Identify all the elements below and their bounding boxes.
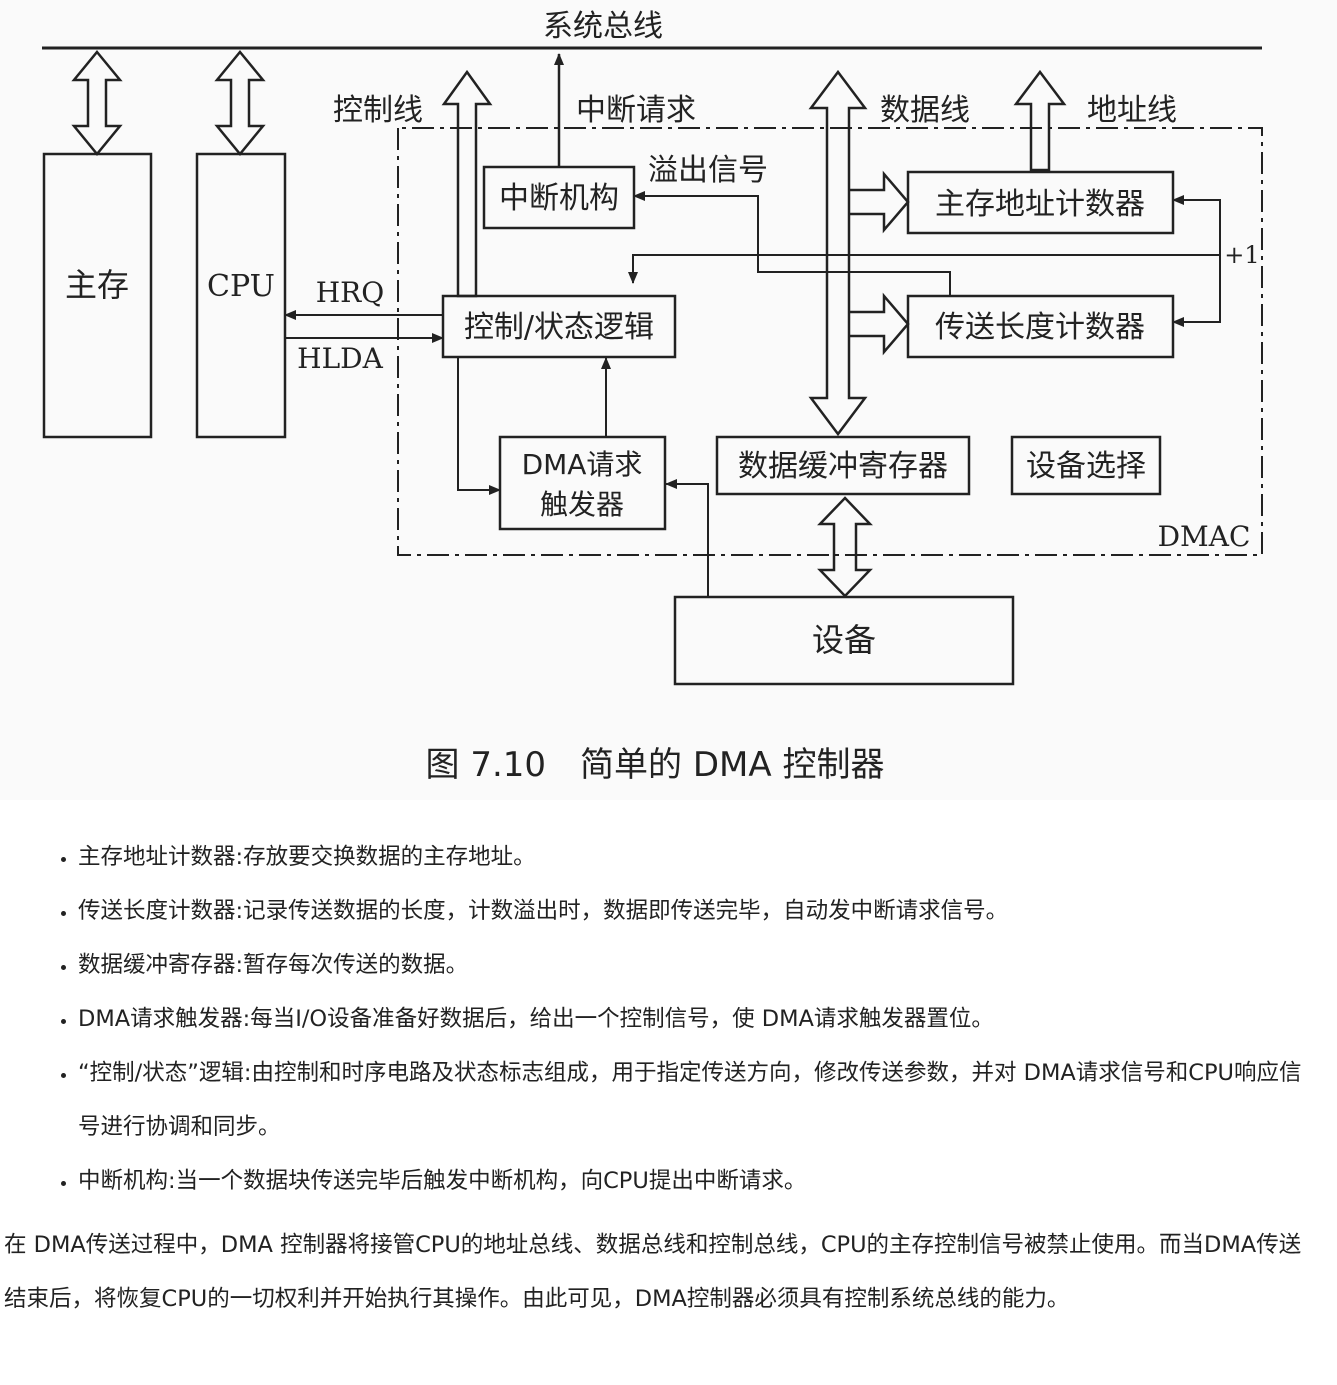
control-line-label: 控制线 xyxy=(333,93,423,128)
cpu-label: CPU xyxy=(207,269,275,304)
overflow-signal-line xyxy=(633,191,951,296)
data-line-label: 数据线 xyxy=(880,93,970,128)
dma-trigger-label-line1: DMA请求 xyxy=(522,448,643,481)
hlda-label: HLDA xyxy=(297,342,383,375)
description-section: 主存地址计数器:存放要交换数据的主存地址。 传送长度计数器:记录传送数据的长度，… xyxy=(0,830,1337,1326)
increment-loop-line xyxy=(1173,199,1221,323)
main-memory-block xyxy=(42,152,153,439)
loop-to-control-line xyxy=(628,254,1220,284)
length-counter-label: 传送长度计数器 xyxy=(935,310,1145,345)
list-item: 主存地址计数器:存放要交换数据的主存地址。 xyxy=(78,830,1313,884)
cpu-block xyxy=(195,152,287,439)
data-buffer-block xyxy=(715,435,971,496)
device-block xyxy=(673,595,1015,686)
list-item: 数据缓冲寄存器:暂存每次传送的数据。 xyxy=(78,938,1313,992)
to-address-counter-arrow xyxy=(849,170,910,234)
cpu-bus-arrow xyxy=(214,50,266,156)
control-to-trigger-line xyxy=(457,357,501,495)
dma-controller-diagram: 系统总线 控制线 中断请求 数据线 地址线 溢出信号 +1 HRQ HLDA D… xyxy=(42,9,1263,785)
plus-one-label: +1 xyxy=(1224,241,1259,269)
list-item: 中断机构:当一个数据块传送完毕后触发中断机构，向CPU提出中断请求。 xyxy=(78,1154,1313,1208)
device-select-block xyxy=(1010,435,1162,496)
overflow-signal-label: 溢出信号 xyxy=(648,153,768,188)
to-length-counter-arrow xyxy=(849,292,910,356)
list-item: 传送长度计数器:记录传送数据的长度，计数溢出时，数据即传送完毕，自动发中断请求信… xyxy=(78,884,1313,938)
interrupt-unit-label: 中断机构 xyxy=(499,181,619,216)
control-logic-label: 控制/状态逻辑 xyxy=(464,310,654,345)
device-label: 设备 xyxy=(812,621,876,659)
device-to-trigger-line xyxy=(665,479,709,597)
memory-bus-arrow xyxy=(71,50,123,156)
data-buffer-label: 数据缓冲寄存器 xyxy=(738,449,948,484)
component-list: 主存地址计数器:存放要交换数据的主存地址。 传送长度计数器:记录传送数据的长度，… xyxy=(0,830,1337,1208)
dmac-label: DMAC xyxy=(1158,520,1251,553)
list-item: DMA请求触发器:每当I/O设备准备好数据后，给出一个控制信号，使 DMA请求触… xyxy=(78,992,1313,1046)
hrq-label: HRQ xyxy=(316,276,384,309)
buffer-device-arrow xyxy=(817,496,873,598)
address-line-arrow xyxy=(1013,69,1067,172)
dma-trigger-label-line2: 触发器 xyxy=(540,488,624,521)
address-line-label: 地址线 xyxy=(1087,93,1177,128)
interrupt-request-label: 中断请求 xyxy=(576,93,696,128)
list-item: “控制/状态”逻辑:由控制和时序电路及状态标志组成，用于指定传送方向，修改传送参… xyxy=(78,1046,1313,1154)
main-memory-label: 主存 xyxy=(65,266,129,304)
figure-caption: 图 7.10 简单的 DMA 控制器 xyxy=(426,745,885,785)
address-counter-label: 主存地址计数器 xyxy=(935,187,1145,222)
dmac-boundary xyxy=(397,127,1263,556)
system-bus-label: 系统总线 xyxy=(543,9,663,44)
device-select-label: 设备选择 xyxy=(1026,449,1146,484)
summary-paragraph: 在 DMA传送过程中，DMA 控制器将接管CPU的地址总线、数据总线和控制总线，… xyxy=(4,1232,1302,1312)
data-line-arrow xyxy=(808,69,868,437)
control-logic-block xyxy=(441,294,677,359)
